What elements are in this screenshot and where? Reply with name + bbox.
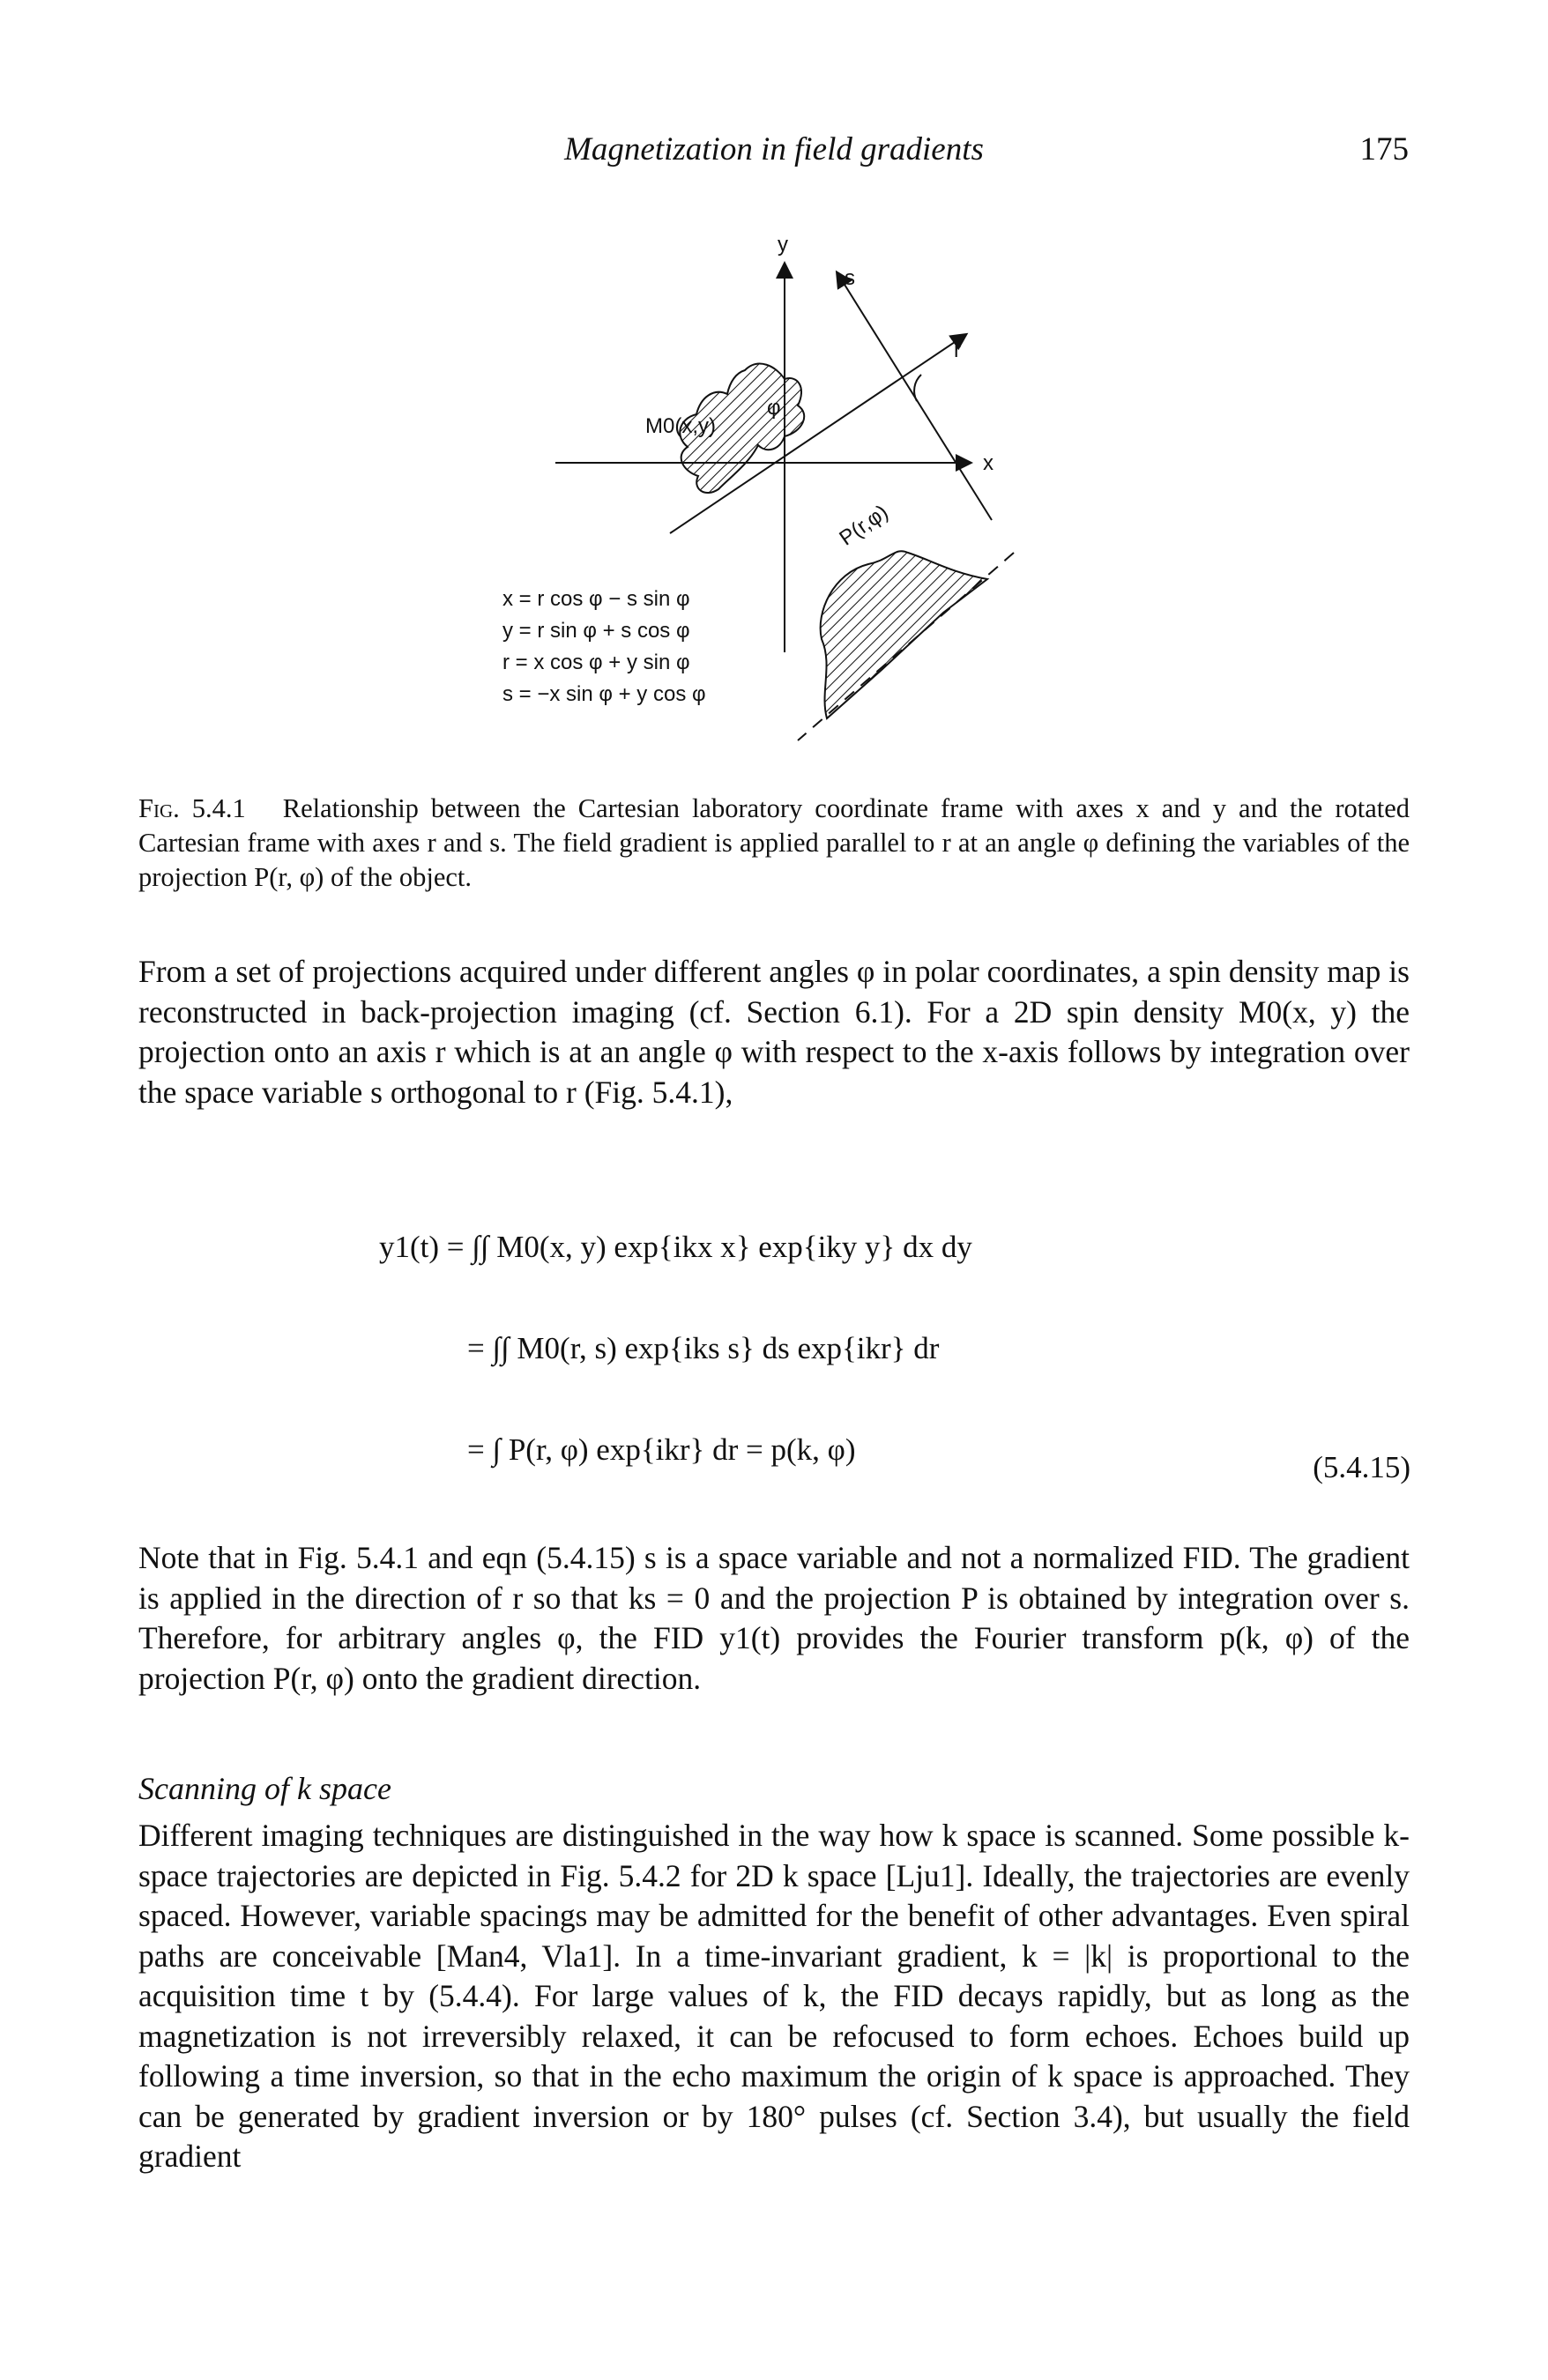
figure-caption: Fig. 5.4.1 Relationship between the Cart… xyxy=(138,792,1410,895)
paragraph-scanning: Different imaging techniques are disting… xyxy=(138,1818,1410,2174)
r-axis xyxy=(669,332,969,534)
caption-label: Fig. 5.4.1 xyxy=(138,793,246,823)
equation-line-1: y1(t) = ∫∫ M0(x, y) exp{ikx x} exp{iky y… xyxy=(379,1230,972,1264)
projection-label: P(r,φ) xyxy=(835,501,892,551)
page-number: 175 xyxy=(1359,131,1410,167)
caption-text: Relationship between the Cartesian labor… xyxy=(138,793,1410,892)
figure-5-4-1: φ x y r s M0(x,y) P(r,φ) x = r cos φ − s… xyxy=(502,233,1015,741)
paragraph-projections: From a set of projections acquired under… xyxy=(138,954,1410,1110)
equation-line-2: = ∫∫ M0(r, s) exp{iks s} ds exp{ikr} dr xyxy=(467,1331,940,1365)
equation-line-3: = ∫ P(r, φ) exp{ikr} dr = p(k, φ) xyxy=(467,1432,856,1467)
paragraph-note: Note that in Fig. 5.4.1 and eqn (5.4.15)… xyxy=(138,1540,1410,1696)
equation-5-4-15: y1(t) = ∫∫ M0(x, y) exp{ikx x} exp{iky y… xyxy=(379,1230,1410,1521)
equation-number: (5.4.15) xyxy=(1313,1450,1410,1484)
y-axis-label: y xyxy=(778,233,788,257)
figure-equation-4: s = −x sin φ + y cos φ xyxy=(502,682,706,706)
object-blob xyxy=(679,362,806,494)
projection-profile xyxy=(819,550,990,720)
s-axis-label: s xyxy=(845,266,855,290)
section-heading: Scanning of k space xyxy=(138,1771,391,1806)
object-label: M0(x,y) xyxy=(645,414,716,438)
r-axis-label: r xyxy=(954,338,961,362)
x-axis-label: x xyxy=(983,451,994,475)
running-header: Magnetization in field gradients xyxy=(564,131,984,167)
angle-arc xyxy=(913,374,922,402)
phi-angle-label: φ xyxy=(767,396,781,420)
figure-equation-2: y = r sin φ + s cos φ xyxy=(502,619,690,643)
figure-equation-1: x = r cos φ − s sin φ xyxy=(502,587,690,611)
figure-equation-3: r = x cos φ + y sin φ xyxy=(502,651,690,674)
